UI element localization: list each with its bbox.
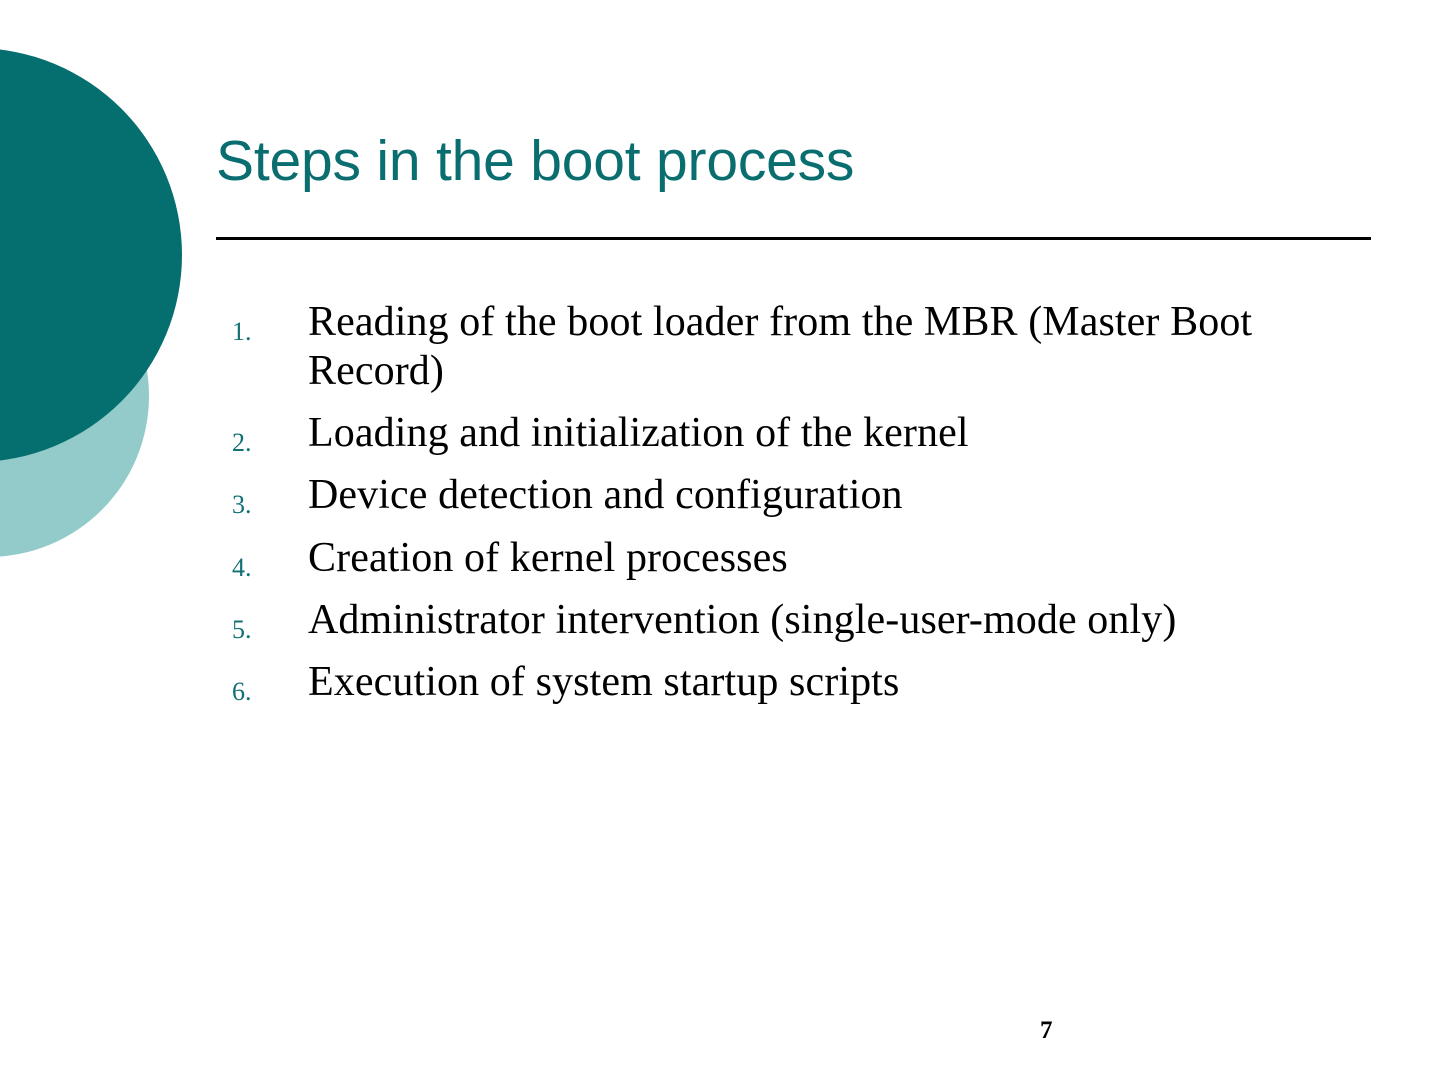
list-item: 1. Reading of the boot loader from the M… (228, 298, 1388, 396)
list-marker: 6. (232, 676, 252, 706)
list-marker: 5. (232, 614, 252, 644)
list-item-text: Reading of the boot loader from the MBR … (308, 299, 1253, 395)
list-item: 5. Administrator intervention (single-us… (228, 596, 1388, 645)
list-item: 4. Creation of kernel processes (228, 534, 1388, 583)
list-item: 6. Execution of system startup scripts (228, 658, 1388, 707)
list-item-text: Administrator intervention (single-user-… (308, 596, 1177, 643)
list-marker: 3. (232, 490, 252, 520)
light-teal-circle (0, 235, 149, 557)
list-marker: 2. (232, 428, 252, 458)
list-item: 3. Device detection and configuration (228, 471, 1388, 520)
list-marker: 4. (232, 552, 252, 582)
title-divider (216, 237, 1371, 240)
list-marker: 1. (232, 317, 252, 346)
title-block: Steps in the boot process (216, 129, 1376, 193)
numbered-steps-list: 1. Reading of the boot loader from the M… (228, 298, 1388, 720)
list-item-text: Device detection and configuration (308, 472, 903, 519)
list-item-text: Creation of kernel processes (308, 534, 788, 581)
list-item-text: Execution of system startup scripts (308, 658, 900, 705)
page-title: Steps in the boot process (216, 129, 855, 193)
list-item-text: Loading and initialization of the kernel (308, 410, 969, 457)
dark-teal-circle (0, 49, 182, 461)
slide-number: 7 (1040, 1017, 1053, 1044)
list-item: 2. Loading and initialization of the ker… (228, 409, 1388, 458)
